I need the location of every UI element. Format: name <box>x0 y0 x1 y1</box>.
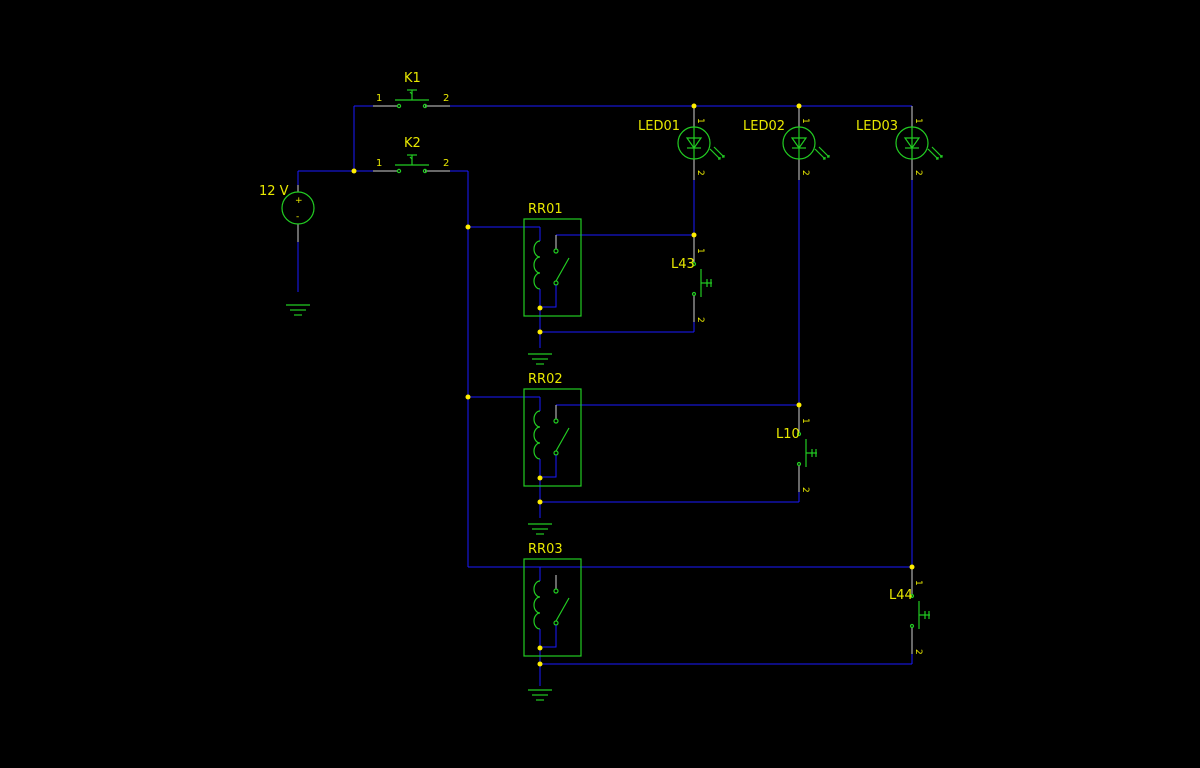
l44-pin1: 1 <box>913 580 923 586</box>
junction-dot <box>465 224 471 230</box>
junction-dot <box>909 564 915 570</box>
rr03-label: RR03 <box>528 542 563 557</box>
led-led03[interactable]: 1 2 LED03 <box>856 106 943 180</box>
l43-pin1: 1 <box>695 248 705 254</box>
switch-k2[interactable]: 1 2 K2 <box>373 136 450 174</box>
l44-pin2: 2 <box>913 649 923 655</box>
junction-dot <box>537 329 543 335</box>
led02-pin2: 2 <box>800 170 810 176</box>
ground-source <box>286 304 310 316</box>
junction-dot <box>796 402 802 408</box>
voltage-source[interactable]: + - 12 V <box>259 184 315 242</box>
k1-pin2: 2 <box>443 93 449 104</box>
minus-sign-icon: - <box>296 212 299 222</box>
led-led02[interactable]: 1 2 LED02 <box>743 106 830 180</box>
source-circle <box>281 191 315 225</box>
junction-dot <box>537 499 543 505</box>
junction-dot <box>537 661 543 667</box>
k1-label: K1 <box>404 71 421 86</box>
led02-label: LED02 <box>743 119 785 134</box>
rr02-label: RR02 <box>528 372 563 387</box>
junction-dot <box>796 103 802 109</box>
switch-l10[interactable]: 1 2 L10 <box>776 405 817 493</box>
junction-dot <box>691 103 697 109</box>
led02-pin1: 1 <box>800 118 810 124</box>
led-led01[interactable]: 1 2 LED01 <box>638 106 725 180</box>
led03-label: LED03 <box>856 119 898 134</box>
ground-rr02 <box>528 523 552 535</box>
plus-sign-icon: + <box>295 196 303 206</box>
junction-dot <box>465 394 471 400</box>
l10-pin1: 1 <box>800 418 810 424</box>
relay-rr01[interactable]: RR01 <box>523 202 582 317</box>
l44-label: L44 <box>889 588 913 603</box>
ground-rr03 <box>528 689 552 701</box>
k2-pin2: 2 <box>443 158 449 169</box>
led01-pin1: 1 <box>695 118 705 124</box>
switch-l43[interactable]: 1 2 L43 <box>671 235 712 323</box>
relay-rr03[interactable]: RR03 <box>523 542 582 657</box>
led01-label: LED01 <box>638 119 680 134</box>
led03-pin1: 1 <box>913 118 923 124</box>
junctions <box>351 103 915 667</box>
l10-label: L10 <box>776 427 800 442</box>
junction-dot <box>691 232 697 238</box>
source-label: 12 V <box>259 184 289 199</box>
led01-pin2: 2 <box>695 170 705 176</box>
k1-pin1: 1 <box>376 93 382 104</box>
k2-pin1: 1 <box>376 158 382 169</box>
wires <box>297 105 913 686</box>
led03-pin2: 2 <box>913 170 923 176</box>
k2-label: K2 <box>404 136 421 151</box>
ground-rr01 <box>528 353 552 365</box>
l43-pin2: 2 <box>695 317 705 323</box>
switch-l44[interactable]: 1 2 L44 <box>889 567 930 655</box>
switch-k1[interactable]: 1 2 K1 <box>373 71 450 109</box>
l10-pin2: 2 <box>800 487 810 493</box>
l43-label: L43 <box>671 257 695 272</box>
relay-rr02[interactable]: RR02 <box>523 372 582 487</box>
rr01-label: RR01 <box>528 202 563 217</box>
junction-dot <box>351 168 357 174</box>
